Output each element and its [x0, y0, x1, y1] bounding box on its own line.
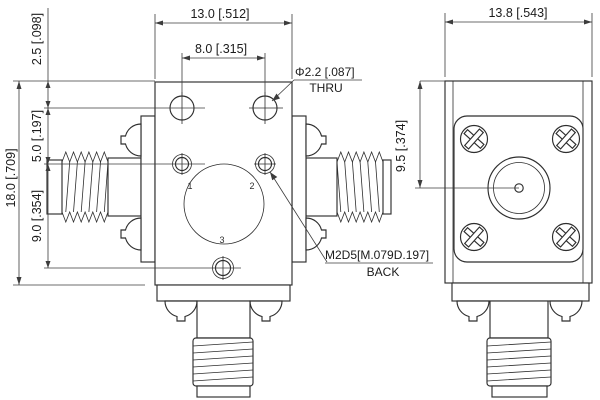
- right-flange-plate: [291, 115, 307, 263]
- flange-screw: [459, 222, 489, 252]
- cavity-circle: [183, 163, 265, 245]
- front-base-plate: [156, 284, 291, 302]
- flange-screw: [551, 124, 581, 154]
- dimensions: 13.0 [.512] 8.0 [.315] 13.8 [.543] 18.0 …: [4, 6, 593, 286]
- left-flange-plate: [140, 115, 156, 263]
- callout-tapped-hole-title: M2D5[M.079D.197]: [325, 248, 429, 262]
- dim-overall-height: 18.0 [.709]: [4, 80, 155, 286]
- left-sma-connector: [46, 150, 142, 224]
- dim-center-offset-label: 9.5 [.374]: [394, 120, 408, 172]
- dim-overall-height-label: 18.0 [.709]: [4, 148, 18, 207]
- dim-side-width-label: 13.8 [.543]: [488, 6, 547, 20]
- right-sma-threads: [336, 150, 384, 224]
- dim-bottom-hole-offset-label: 9.0 [.354]: [30, 190, 44, 242]
- bottom-sma-threads-side: [486, 341, 552, 382]
- dim-hole-chain: 2.5 [.098] 5.0 [.197] 9.0 [.354]: [30, 8, 241, 269]
- callout-thru-hole-subtitle: THRU: [309, 81, 342, 95]
- side-base-plate: [451, 282, 590, 302]
- dim-top-hole-offset-label: 2.5 [.098]: [30, 13, 44, 65]
- sma-flange-face: [453, 115, 584, 263]
- dim-front-width-label: 13.0 [.512]: [190, 7, 249, 21]
- dim-hole-spacing-label: 8.0 [.315]: [195, 42, 247, 56]
- dim-mid-hole-offset-label: 5.0 [.197]: [30, 110, 44, 162]
- callout-tapped-hole: M2D5[M.079D.197] BACK: [269, 171, 433, 279]
- dim-front-width: 13.0 [.512]: [154, 7, 293, 79]
- bottom-sma-threads-front: [192, 341, 254, 382]
- callout-thru-hole-title: Φ2.2 [.087]: [295, 65, 355, 79]
- side-view: [444, 80, 593, 398]
- bottom-sma-connector-front: [192, 300, 254, 398]
- flange-screw: [459, 124, 489, 154]
- port-3-label: 3: [219, 235, 224, 245]
- edge-screw-heads-front: [120, 123, 327, 251]
- bottom-screw-heads-front: [164, 300, 283, 322]
- dim-hole-spacing: 8.0 [.315]: [181, 42, 266, 96]
- flange-screws: [459, 124, 581, 252]
- left-sma-threads: [61, 150, 109, 224]
- dim-side-width: 13.8 [.543]: [444, 6, 593, 77]
- callout-tapped-hole-subtitle: BACK: [367, 265, 400, 279]
- bottom-sma-connector-side: [486, 300, 552, 398]
- front-view: 1 2 3: [46, 81, 392, 398]
- port-2-label: 2: [249, 181, 254, 191]
- dim-center-offset: 9.5 [.374]: [394, 80, 519, 189]
- port-1-label: 1: [187, 181, 192, 191]
- right-sma-connector: [305, 150, 392, 224]
- callout-thru-hole: Φ2.2 [.087] THRU: [271, 65, 362, 102]
- flange-screw: [551, 222, 581, 252]
- bottom-screw-heads-side: [456, 300, 583, 322]
